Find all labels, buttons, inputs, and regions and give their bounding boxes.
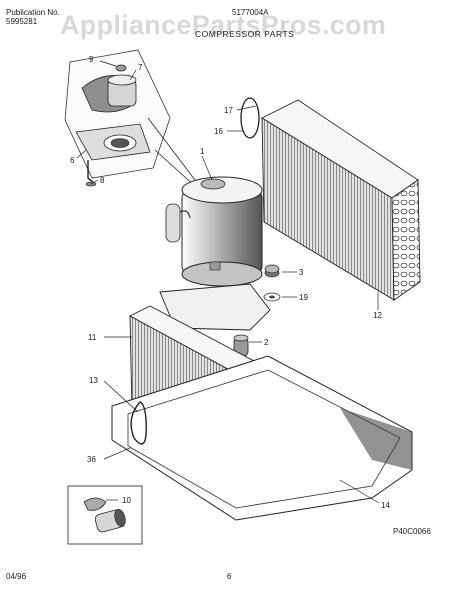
callout-12: 12 bbox=[373, 311, 382, 320]
model-number: 5177004A bbox=[232, 8, 269, 17]
callout-11: 11 bbox=[88, 333, 97, 342]
motor-bracket-inset bbox=[64, 49, 171, 187]
page-number: 6 bbox=[227, 572, 232, 581]
leader-lines bbox=[76, 60, 380, 504]
callout-10: 10 bbox=[122, 496, 131, 505]
section-title: COMPRESSOR PARTS bbox=[195, 29, 295, 39]
publication-number: 5995281 bbox=[6, 17, 38, 26]
callout-1: 1 bbox=[200, 147, 205, 156]
callout-2: 2 bbox=[264, 338, 269, 347]
capacitor-clamp-inset bbox=[67, 485, 143, 545]
callout-19: 19 bbox=[299, 293, 308, 302]
compressor-drawing bbox=[159, 176, 271, 331]
callout-9: 9 bbox=[89, 55, 94, 64]
footer-date: 04/96 bbox=[6, 572, 27, 581]
callout-13: 13 bbox=[89, 376, 98, 385]
condenser-coil-drawing bbox=[240, 97, 421, 301]
drawing-code: P40C0066 bbox=[393, 527, 431, 536]
callout-6: 6 bbox=[70, 156, 75, 165]
callout-8: 8 bbox=[100, 176, 105, 185]
watermark-text: AppliancePartsPros.com bbox=[60, 10, 387, 40]
base-pan-drawing bbox=[111, 355, 413, 521]
callout-16: 16 bbox=[214, 127, 223, 136]
publication-label: Publication No. bbox=[6, 8, 60, 17]
callout-36: 36 bbox=[87, 455, 96, 464]
callout-14: 14 bbox=[381, 501, 390, 510]
callout-3: 3 bbox=[299, 268, 304, 277]
callout-7: 7 bbox=[138, 63, 143, 72]
callout-17: 17 bbox=[224, 106, 233, 115]
